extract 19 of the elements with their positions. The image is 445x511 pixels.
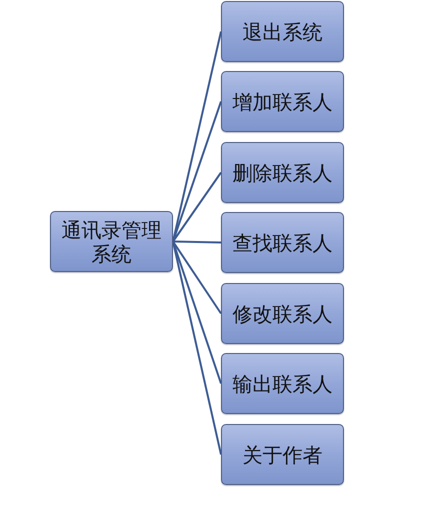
node-label: 删除联系人: [232, 160, 332, 184]
process-box: [221, 1, 344, 62]
process-box: [221, 142, 344, 203]
process-box: [221, 424, 344, 485]
process-box: [221, 212, 344, 273]
process-box: [221, 353, 344, 414]
connector-line: [172, 240, 222, 314]
process-box: [221, 71, 344, 132]
node-label: 输出联系人: [232, 372, 332, 396]
node-label: 退出系统: [242, 20, 322, 44]
connector-line: [172, 240, 222, 244]
node-label: 增加联系人: [232, 90, 332, 114]
node-label: 关于作者: [242, 442, 322, 466]
process-box: [221, 283, 344, 344]
node-label: 通讯录管理系统: [60, 218, 162, 266]
connector-line: [172, 172, 222, 242]
process-box: [50, 211, 173, 272]
node-label: 查找联系人: [232, 230, 332, 254]
node-label: 修改联系人: [232, 302, 332, 326]
